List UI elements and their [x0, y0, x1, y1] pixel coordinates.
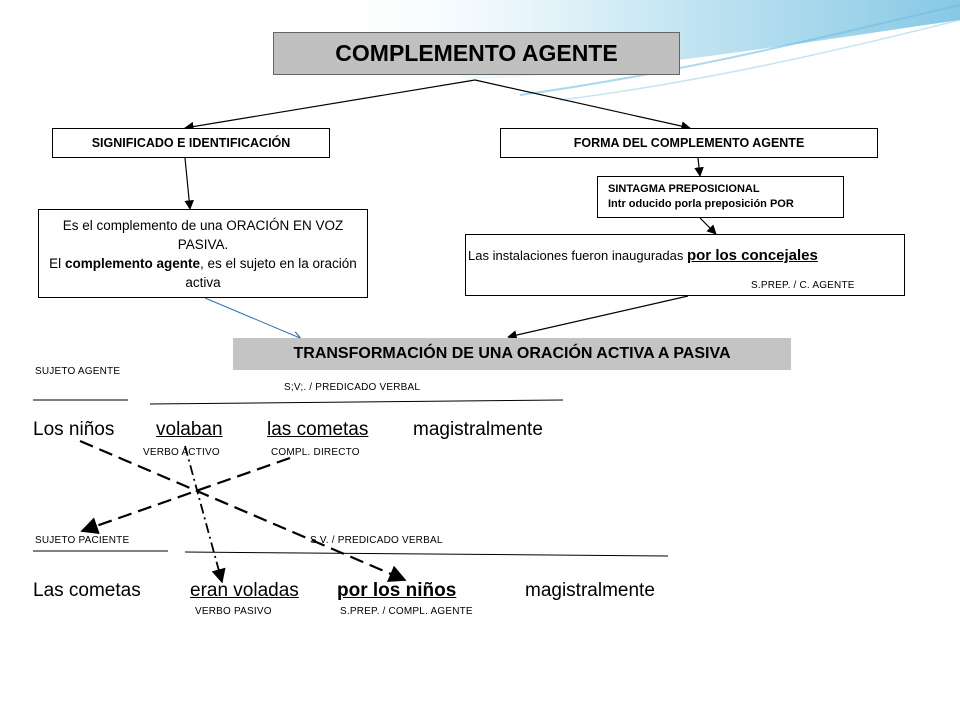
definition-line2: El complemento agente, es el sujeto en l… [49, 256, 357, 290]
passive-predicate-line [184, 551, 669, 557]
transformation-header: TRANSFORMACIÓN DE UNA ORACIÓN ACTIVA A P… [233, 338, 791, 370]
example-box: Las instalaciones fueron inauguradas por… [465, 234, 905, 296]
active-word-adverb: magistralmente [413, 419, 543, 440]
arrow-left-to-desc [184, 157, 194, 210]
active-word-subject: Los niños [33, 419, 115, 440]
arrow-desc-to-transform [204, 297, 300, 338]
active-word-object: las cometas [267, 419, 369, 440]
sintagma-line2: Intr oducido porla preposición POR [608, 198, 794, 210]
definition-box: Es el complemento de una ORACIÓN EN VOZ … [38, 209, 368, 298]
arrow-verb-to-passive [184, 445, 226, 584]
passive-subject-label: SUJETO PACIENTE [35, 535, 130, 546]
sintagma-box: SINTAGMA PREPOSICIONAL Intr oducido porl… [597, 176, 844, 218]
passive-word-verb: eran voladas [190, 580, 299, 601]
arrow-cometas-to-subject [80, 456, 291, 535]
example-label: S.PREP. / C. AGENTE [751, 280, 855, 291]
active-predicate-label: S;V;. / PREDICADO VERBAL [284, 382, 421, 393]
passive-predicate-label: S.V. / PREDICADO VERBAL [310, 535, 443, 546]
active-subject-label: SUJETO AGENTE [35, 366, 121, 377]
example-agent: por los concejales [686, 247, 818, 264]
arrow-sintagma-to-example [699, 217, 717, 235]
arrow-example-to-transform [507, 295, 689, 340]
passive-verb-label: VERBO PASIVO [195, 606, 272, 617]
passive-word-subject: Las cometas [33, 580, 141, 601]
active-verb-label: VERBO ACTIVO [143, 447, 220, 458]
passive-word-agent: por los niños [337, 580, 457, 601]
diagram-title: COMPLEMENTO AGENTE [273, 32, 680, 75]
passive-word-adverb: magistralmente [525, 580, 655, 601]
active-predicate-line [149, 399, 564, 405]
definition-line1: Es el complemento de una ORACIÓN EN VOZ … [62, 218, 344, 252]
sintagma-line1: SINTAGMA PREPOSICIONAL [608, 183, 760, 195]
example-sentence: Las instalaciones fueron inauguradas [468, 248, 687, 263]
passive-agent-label: S.PREP. / COMPL. AGENTE [340, 606, 473, 617]
arrow-ninos-to-agent [79, 439, 407, 582]
active-word-verb: volaban [156, 419, 223, 440]
arrow-title-to-left [184, 79, 476, 132]
definition-bold-term: complemento agente [64, 256, 200, 271]
arrow-title-to-right [474, 79, 691, 131]
active-object-label: COMPL. DIRECTO [271, 447, 360, 458]
arrow-right-to-sintagma [694, 157, 704, 177]
right-branch-header: FORMA DEL COMPLEMENTO AGENTE [500, 128, 878, 158]
left-branch-header: SIGNIFICADO E IDENTIFICACIÓN [52, 128, 330, 158]
